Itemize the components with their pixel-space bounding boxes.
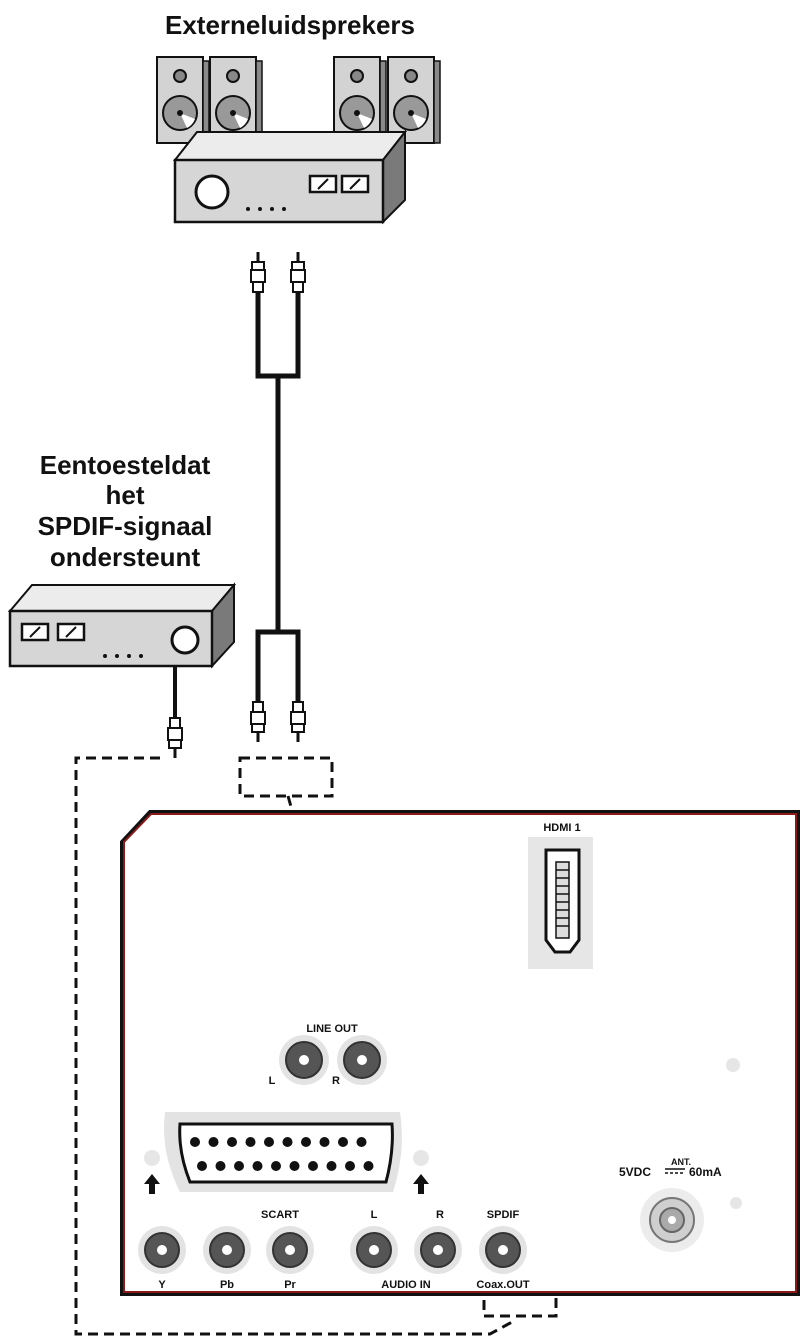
rca-jack-icon xyxy=(203,1226,251,1274)
rca-jack-icon xyxy=(414,1226,462,1274)
scart-pin xyxy=(319,1137,330,1147)
scart-pin xyxy=(227,1137,237,1147)
line-out-r-label: R xyxy=(332,1075,340,1087)
line-out-l-label: L xyxy=(269,1075,276,1087)
rca-jack-icon xyxy=(279,1035,329,1085)
up-arrow-icon xyxy=(144,1174,160,1194)
tv-panel-accent xyxy=(123,813,797,1293)
scart-pin xyxy=(345,1161,355,1171)
speaker-icon xyxy=(387,56,441,144)
rca-plug-icon xyxy=(290,701,306,742)
rca-plug-icon xyxy=(290,252,306,293)
scart-pin xyxy=(264,1137,274,1147)
scart-pin xyxy=(326,1161,337,1171)
ant-label: ANT. xyxy=(671,1157,691,1167)
amplifier-icon xyxy=(172,129,408,225)
rca-jack-icon xyxy=(350,1226,398,1274)
amplifier-icon xyxy=(7,582,237,669)
scart-pin xyxy=(208,1137,219,1147)
antenna-jack-icon xyxy=(640,1188,704,1252)
hdmi-port-icon xyxy=(544,848,581,954)
indicator-dot xyxy=(413,1150,429,1166)
scart-pin xyxy=(308,1161,318,1171)
scart-pin xyxy=(234,1161,244,1171)
scart-pin xyxy=(282,1137,293,1147)
speaker-icon xyxy=(209,56,263,144)
speakers-title: Externeluidsprekers xyxy=(165,10,415,40)
indicator-dot xyxy=(726,1058,740,1072)
audio-l-label: L xyxy=(371,1209,378,1221)
scart-pin xyxy=(289,1161,300,1171)
power-label: 5VDC xyxy=(619,1165,651,1179)
rca-jack-icon xyxy=(479,1226,527,1274)
scart-pin xyxy=(245,1137,256,1147)
rca-plug-icon xyxy=(250,252,266,293)
speaker-icon xyxy=(333,56,387,144)
rca-plug-icon xyxy=(167,717,183,758)
scart-pin xyxy=(338,1137,348,1147)
spdif-label: SPDIF xyxy=(487,1209,520,1221)
scart-pin xyxy=(363,1161,374,1171)
spdif-device-label-line3: SPDIF-signaal xyxy=(38,511,213,541)
line-out-label: LINE OUT xyxy=(306,1023,358,1035)
coax-out-label: Coax.OUT xyxy=(476,1279,529,1291)
speaker-icon xyxy=(156,56,210,144)
scart-pin xyxy=(301,1137,311,1147)
spdif-device-label-line1: Eentoesteldat xyxy=(40,450,211,480)
scart-label: SCART xyxy=(261,1209,299,1221)
scart-pin xyxy=(190,1137,200,1147)
rca-jack-icon xyxy=(266,1226,314,1274)
scart-pin xyxy=(271,1161,281,1171)
scart-port-icon xyxy=(164,1112,402,1192)
rca-plug-icon xyxy=(250,701,266,742)
rca-jack-icon xyxy=(138,1226,186,1274)
audio-r-label: R xyxy=(436,1209,444,1221)
up-arrow-icon xyxy=(413,1174,429,1194)
audio-cable xyxy=(255,292,301,705)
audio-in-label: AUDIO IN xyxy=(381,1279,431,1291)
scart-pin xyxy=(197,1161,207,1171)
scart-pin xyxy=(252,1161,263,1171)
pr-label: Pr xyxy=(284,1279,296,1291)
hdmi-label: HDMI 1 xyxy=(543,822,580,834)
pb-label: Pb xyxy=(220,1279,234,1291)
scart-pin xyxy=(356,1137,367,1147)
spdif-device-label-line4: ondersteunt xyxy=(50,542,201,572)
y-label: Y xyxy=(158,1279,166,1291)
indicator-dot xyxy=(144,1150,160,1166)
indicator-dot xyxy=(730,1197,742,1209)
scart-pin xyxy=(215,1161,226,1171)
current-label: 60mA xyxy=(689,1165,722,1179)
rca-jack-icon xyxy=(337,1035,387,1085)
scart-pins xyxy=(190,1137,374,1171)
spdif-device-label-line2: het xyxy=(106,480,145,510)
